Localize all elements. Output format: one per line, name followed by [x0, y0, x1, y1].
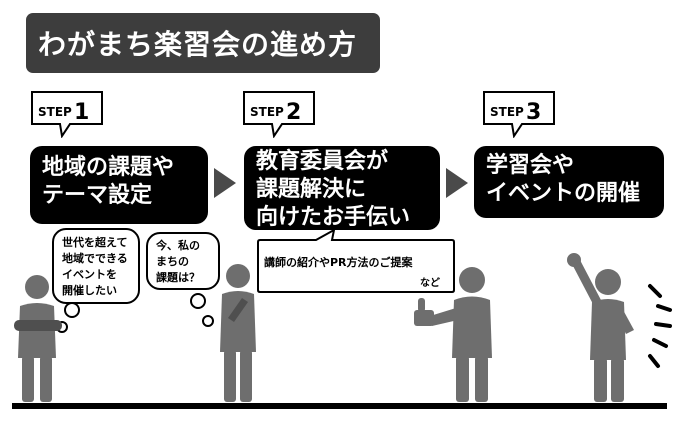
step-2-number: 2	[286, 100, 301, 125]
step-2-box: 教育委員会が 課題解決に 向けたお手伝い	[244, 146, 440, 230]
thought-1-line-2: 地域でできる	[62, 251, 138, 267]
thought-2-line-1: 今、私の	[156, 238, 218, 254]
step-1-line-2: テーマ設定	[42, 182, 208, 210]
step-1-box: 地域の課題や テーマ設定	[30, 146, 208, 224]
step-2-prefix: STEP	[250, 105, 284, 119]
step-1-line-1: 地域の課題や	[42, 154, 208, 182]
step-1-number: 1	[74, 100, 89, 125]
pondering-person-figure-icon	[212, 260, 268, 404]
thinking-person-figure-icon	[8, 270, 68, 404]
step-1-prefix: STEP	[38, 105, 72, 119]
thought-1-line-3: イベントを	[62, 267, 138, 283]
step-3-number: 3	[526, 100, 541, 125]
step-3-line-1: 学習会や	[486, 152, 664, 180]
page-title: わがまち楽習会の進め方	[26, 13, 380, 73]
step-3-prefix: STEP	[490, 105, 524, 119]
arrow-right-icon	[214, 168, 236, 198]
step-3-tag: STEP 3	[482, 90, 556, 138]
thought-2-line-3: 課題は？	[156, 270, 218, 286]
step-2-tag: STEP 2	[242, 90, 316, 138]
thumbs-up-person-figure-icon	[412, 262, 508, 404]
arrow-right-icon	[446, 168, 468, 198]
thought-1-line-1: 世代を超えて	[62, 235, 138, 251]
person-2-thought-bubble: 今、私の まちの 課題は？	[146, 232, 220, 290]
step-2-line-2: 課題解決に	[256, 176, 440, 204]
thought-1-line-4: 開催したい	[62, 283, 138, 299]
step-3-line-2: イベントの開催	[486, 180, 664, 208]
thought-2-line-2: まちの	[156, 254, 218, 270]
step-3-box: 学習会や イベントの開催	[474, 146, 664, 218]
ground-line	[12, 403, 667, 409]
raising-hand-person-figure-icon	[564, 252, 636, 404]
emphasis-lines-icon	[636, 282, 676, 372]
step-2-line-1: 教育委員会が	[256, 148, 440, 176]
step-1-tag: STEP 1	[30, 90, 104, 138]
